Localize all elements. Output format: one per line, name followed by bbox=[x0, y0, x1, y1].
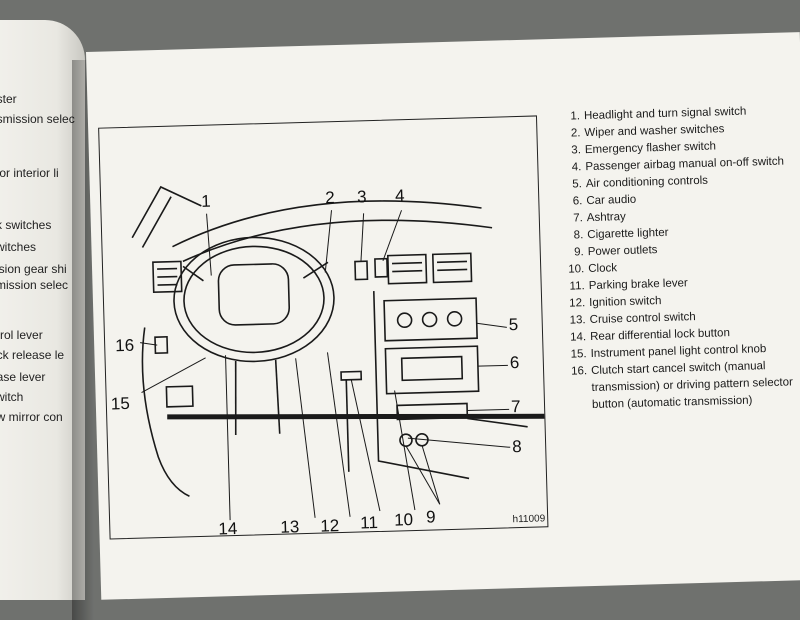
callout-3: 3 bbox=[356, 187, 367, 207]
book-gutter-shadow bbox=[72, 60, 94, 620]
legend-item: 16.Clutch start cancel switch (manual tr… bbox=[570, 360, 794, 412]
left-page-line: ock release le bbox=[0, 348, 65, 362]
left-page-line: uster bbox=[0, 92, 17, 106]
left-page-line: ntrol lever bbox=[0, 328, 43, 342]
callout-4: 4 bbox=[394, 186, 405, 206]
legend-list: 1.Headlight and turn signal switch 2.Wip… bbox=[562, 102, 800, 415]
left-page-line: ease lever bbox=[0, 370, 46, 384]
callout-16: 16 bbox=[114, 335, 135, 356]
dashboard-figure: 1 2 3 4 5 6 7 8 9 10 11 12 13 14 15 16 h… bbox=[98, 115, 549, 540]
callout-2: 2 bbox=[324, 188, 335, 208]
left-page-line: ew mirror con bbox=[0, 410, 63, 424]
left-page-line: smission selec bbox=[0, 278, 69, 292]
callout-15: 15 bbox=[110, 393, 131, 414]
callout-9: 9 bbox=[425, 507, 436, 527]
right-page: 1 2 3 4 5 6 7 8 9 10 11 12 13 14 15 16 h… bbox=[86, 32, 800, 600]
callout-11: 11 bbox=[359, 513, 379, 533]
left-page-line: ck switches bbox=[0, 218, 52, 232]
callout-14: 14 bbox=[218, 518, 238, 539]
callout-7: 7 bbox=[510, 397, 521, 417]
callout-13: 13 bbox=[280, 517, 300, 537]
dashboard-line-drawing bbox=[131, 185, 548, 521]
figure-code: h11009 bbox=[512, 513, 546, 526]
callout-8: 8 bbox=[511, 436, 522, 457]
callout-10: 10 bbox=[393, 510, 414, 530]
left-page-line: switch bbox=[0, 390, 24, 404]
left-page: uster nsmission selec s or interior li c… bbox=[0, 20, 85, 600]
callout-5: 5 bbox=[508, 315, 519, 335]
callout-6: 6 bbox=[509, 353, 520, 373]
left-page-line: s or interior li bbox=[0, 166, 59, 180]
callout-1: 1 bbox=[200, 191, 211, 211]
left-page-line: nsmission selec bbox=[0, 112, 75, 126]
left-page-line: ission gear shi bbox=[0, 262, 67, 276]
left-page-line: switches bbox=[0, 240, 37, 254]
callout-12: 12 bbox=[320, 516, 340, 536]
